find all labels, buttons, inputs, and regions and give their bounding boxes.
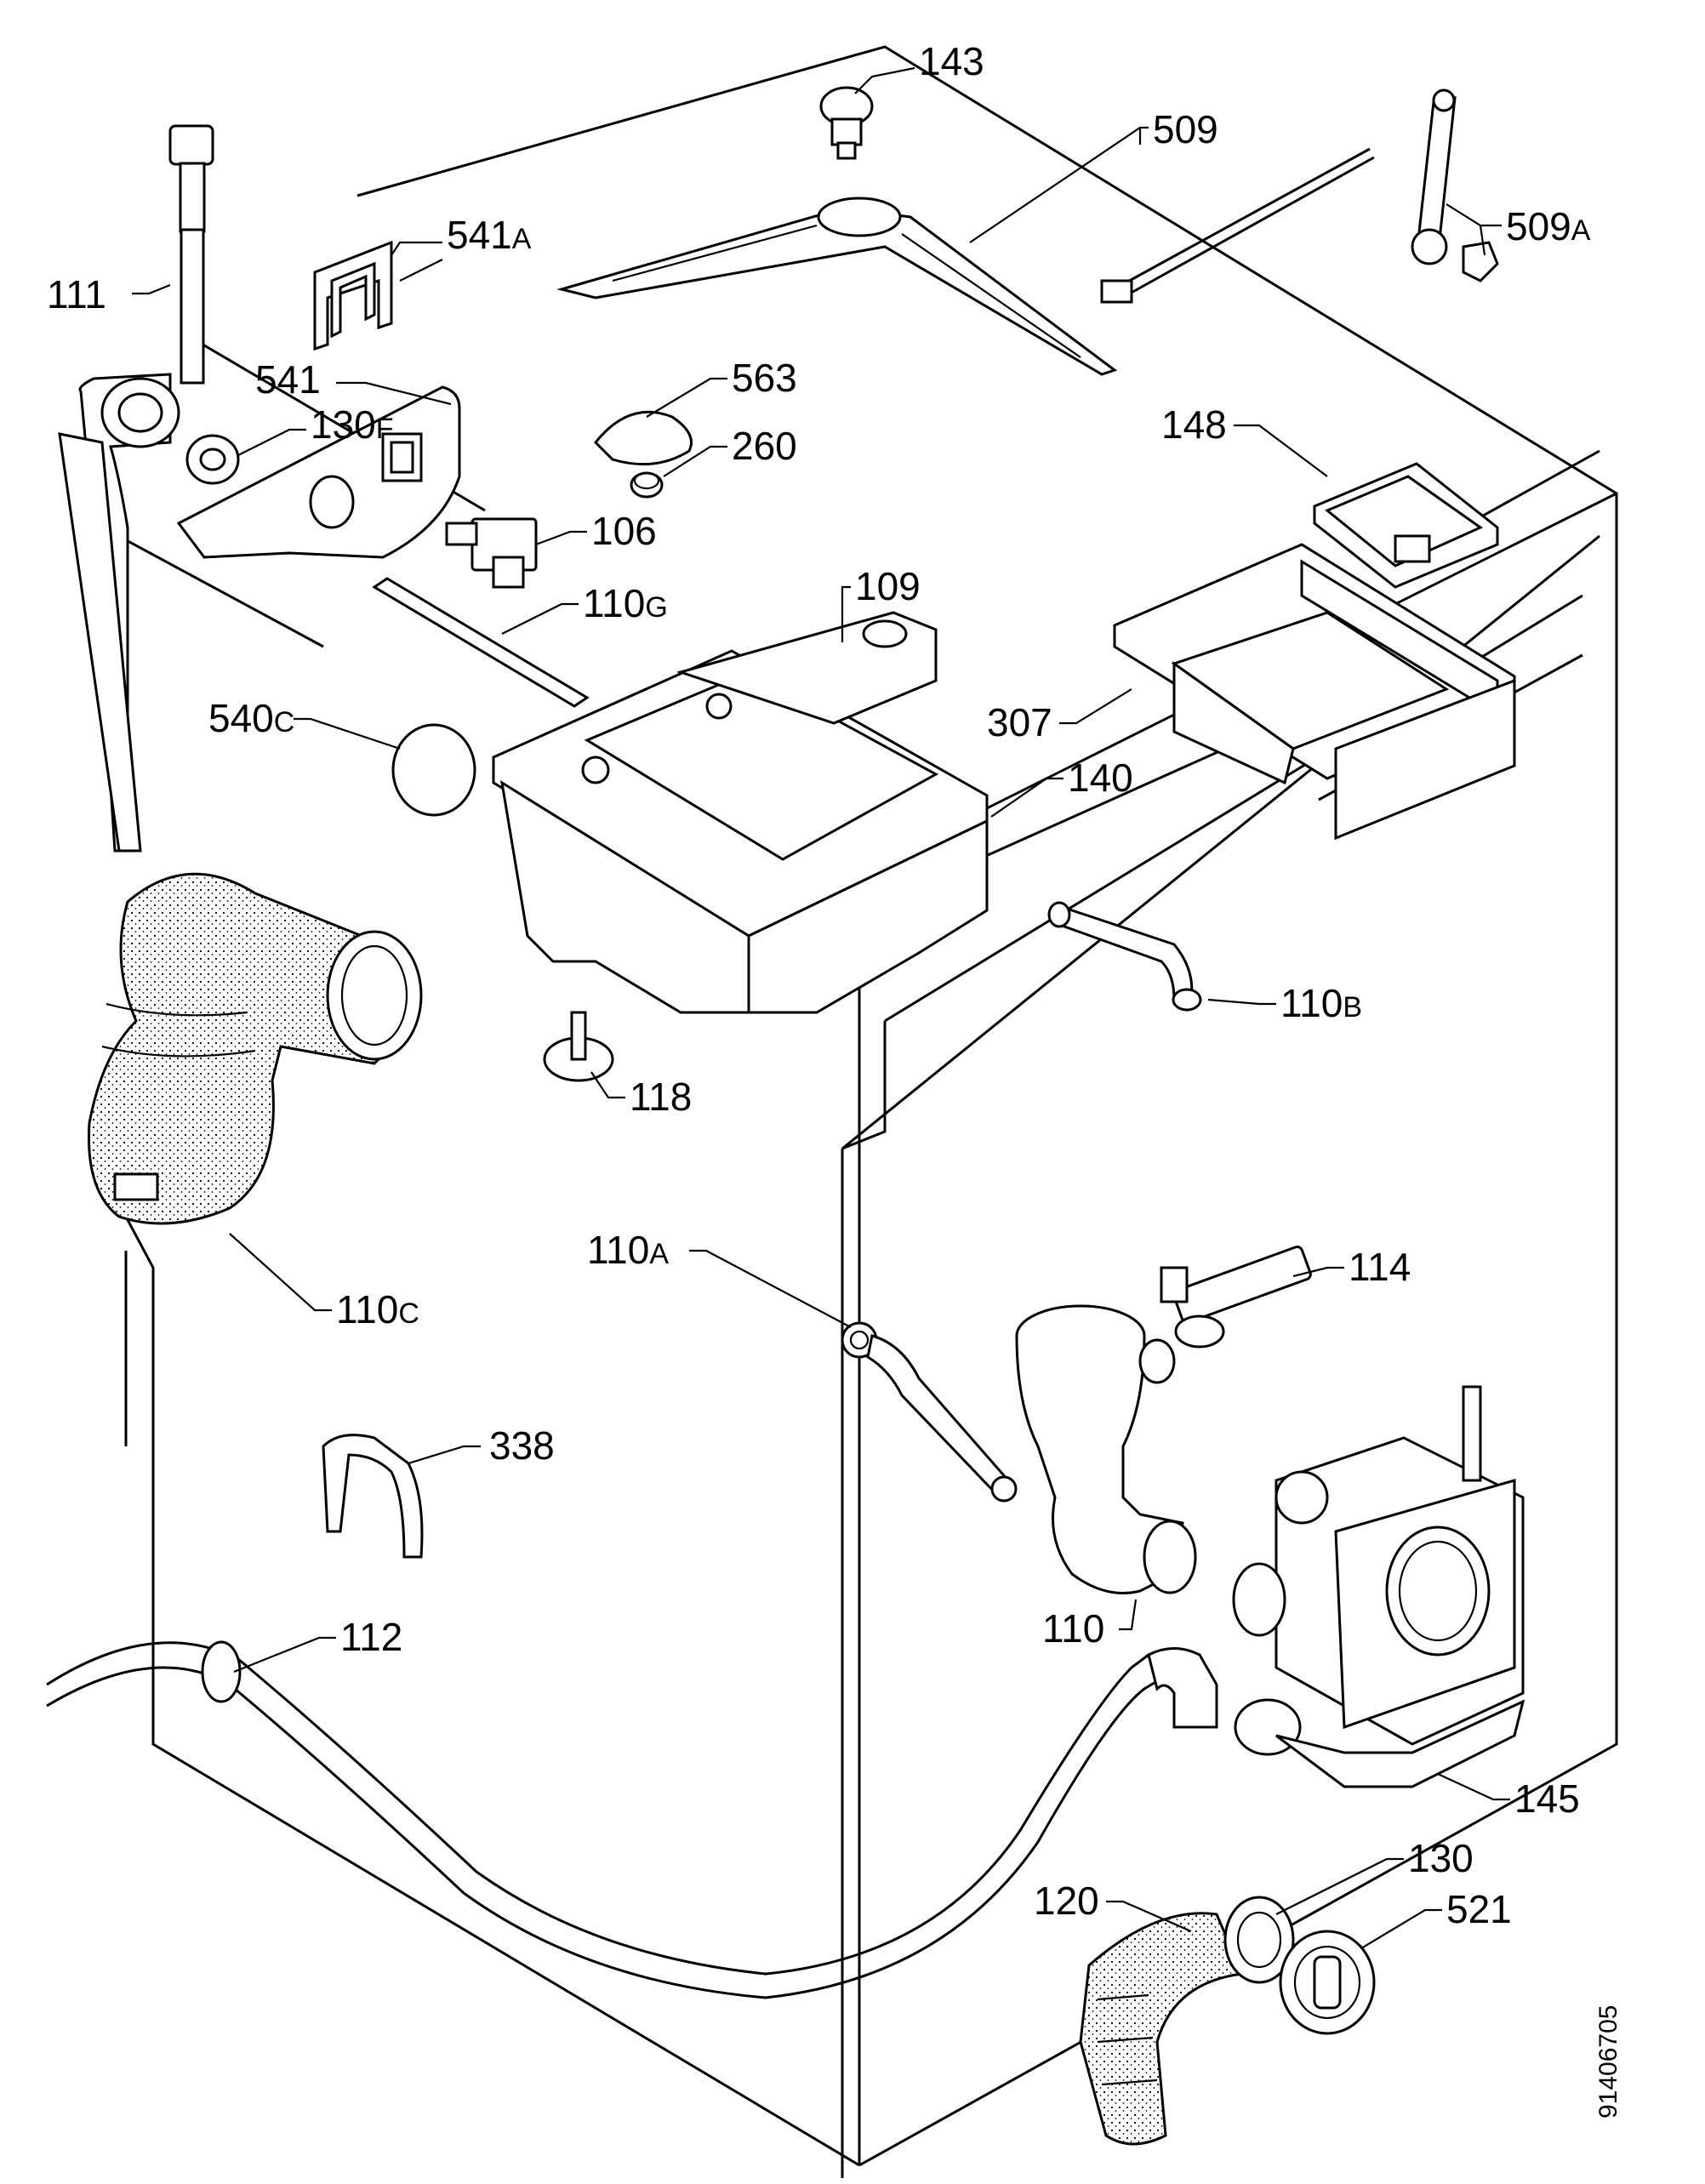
callout-145: 145 (1514, 1776, 1580, 1821)
part-541-bracket (176, 385, 461, 559)
part-307-drawer (1113, 543, 1516, 841)
callout-110g: 110G (583, 581, 668, 625)
callout-118: 118 (630, 1075, 692, 1119)
part-143-knob (819, 86, 874, 160)
callout-509a: 509A (1506, 204, 1591, 248)
part-145-pump (1232, 1385, 1525, 1788)
callout-338: 338 (489, 1423, 555, 1468)
part-110c-bellows (87, 872, 423, 1225)
part-114-sensor (1160, 1246, 1312, 1349)
part-120-filter (1079, 1912, 1245, 2146)
part-140-dispenser (492, 611, 989, 1014)
part-110g-rod (372, 577, 590, 708)
part-130-seal (1223, 1896, 1295, 1984)
part-563-flap (593, 410, 693, 466)
callout-110: 110 (1042, 1606, 1104, 1651)
part-509-arm (556, 197, 1118, 376)
part-130f-nut (185, 434, 240, 485)
part-106-latch (445, 517, 538, 589)
callout-143: 143 (919, 39, 984, 83)
part-260-spring (630, 471, 664, 499)
callout-112: 112 (340, 1615, 402, 1659)
callout-540c: 540C (208, 696, 294, 740)
callout-106: 106 (591, 509, 657, 553)
callout-509: 509 (1153, 107, 1218, 151)
callout-307: 307 (987, 700, 1052, 744)
callout-114: 114 (1349, 1245, 1411, 1289)
callout-109: 109 (855, 564, 921, 608)
part-118-nut (543, 1011, 614, 1082)
part-541a-clip (313, 240, 393, 351)
part-148-handle (1313, 462, 1499, 589)
callout-110b: 110B (1280, 981, 1362, 1025)
part-338-clip (322, 1434, 424, 1559)
callout-563: 563 (732, 356, 797, 400)
part-110a-hose (841, 1321, 1018, 1503)
document-number: 91406705 (1594, 2005, 1622, 2118)
callout-521: 521 (1446, 1887, 1512, 1931)
callout-111: 111 (47, 272, 106, 316)
callout-260: 260 (732, 424, 797, 468)
part-112-drain-hose (46, 1640, 1218, 1999)
callout-541: 541 (255, 357, 321, 402)
callout-120: 120 (1034, 1879, 1099, 1923)
callout-110a: 110A (587, 1228, 669, 1272)
part-111-inlet-hose (58, 124, 214, 853)
callout-140: 140 (1068, 756, 1133, 800)
callout-148: 148 (1161, 402, 1227, 447)
callout-541a: 541A (447, 213, 532, 257)
leader-lines (132, 66, 1510, 1949)
part-509a-lever (1100, 88, 1499, 304)
part-110b-hose (1047, 901, 1202, 1012)
part-540c-gasket (391, 723, 476, 817)
part-110-sump-hose (1015, 1304, 1197, 1594)
callout-110c: 110C (336, 1287, 419, 1331)
part-521-cap (1279, 1930, 1376, 2035)
callout-130f: 130F (311, 402, 394, 447)
callout-130: 130 (1408, 1836, 1474, 1880)
